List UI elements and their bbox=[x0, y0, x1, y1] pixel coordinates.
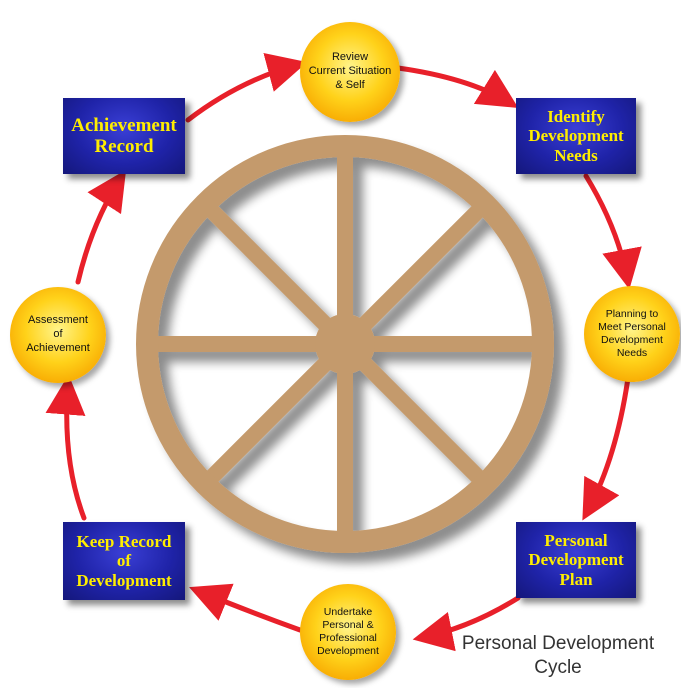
wheel-hub bbox=[315, 314, 375, 374]
node-keep-record-of-development: Keep Record of Development bbox=[63, 522, 185, 600]
arrow-identify-to-planning bbox=[583, 173, 642, 290]
node-identify-development-needs: Identify Development Needs bbox=[516, 98, 636, 174]
node-personal-development-plan: Personal Development Plan bbox=[516, 522, 636, 598]
node-assessment-of-achievement: Assessment of Achievement bbox=[10, 287, 106, 383]
cycle-arrows bbox=[45, 53, 642, 652]
diagram-caption: Personal Development Cycle bbox=[461, 633, 655, 678]
arrow-planning-to-plan bbox=[582, 375, 631, 521]
node-planning-to-meet-needs: Planning to Meet Personal Development Ne… bbox=[584, 286, 680, 382]
node-review-current-situation: Review Current Situation & Self bbox=[300, 22, 400, 122]
wheel-rim bbox=[136, 135, 554, 553]
arrow-review-to-identify bbox=[395, 65, 519, 108]
arrow-assessment-to-achievement bbox=[75, 169, 127, 285]
node-undertake-development: Undertake Personal & Professional Develo… bbox=[300, 584, 396, 680]
wagon-wheel-icon bbox=[136, 135, 554, 553]
arrow-achievement-to-review bbox=[185, 53, 308, 123]
arrow-keep-record-to-assessment bbox=[45, 374, 87, 521]
arrow-undertake-to-keep-record bbox=[189, 583, 303, 633]
arrow-plan-to-undertake bbox=[412, 595, 521, 652]
node-achievement-record: Achievement Record bbox=[63, 98, 185, 174]
